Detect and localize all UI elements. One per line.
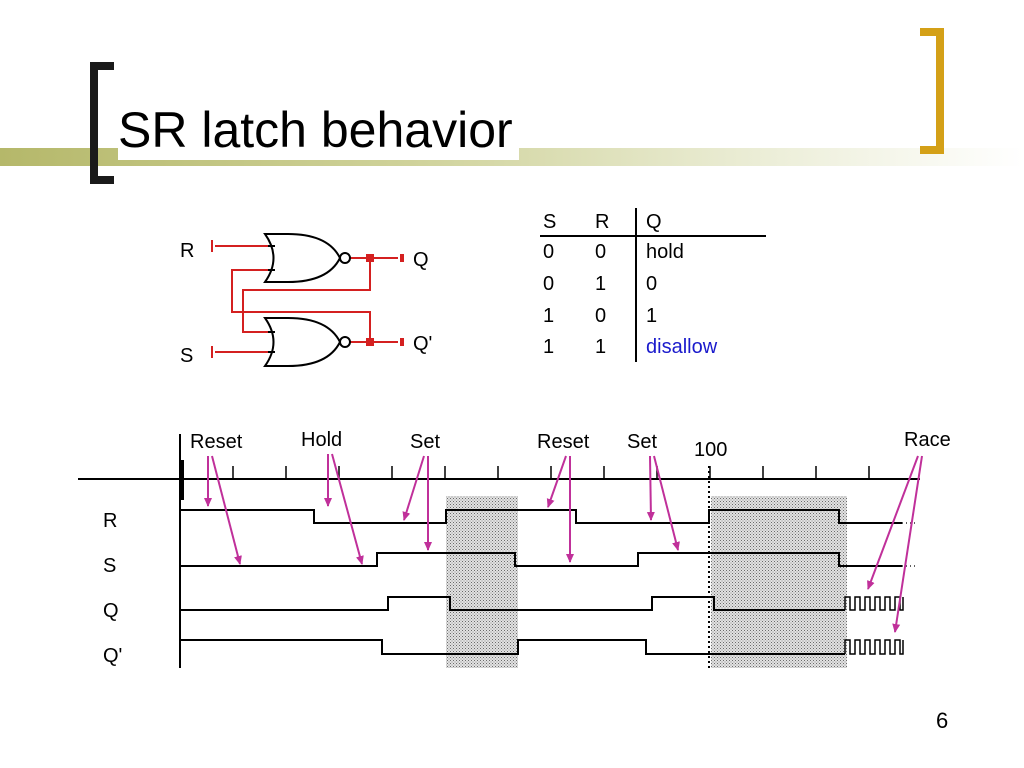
row4-r: 1: [595, 336, 606, 358]
header-q: Q: [646, 211, 662, 233]
event-label-100: 100: [694, 439, 727, 461]
event-label-reset-1: Reset: [190, 431, 243, 453]
right-bracket-decoration: [920, 28, 944, 154]
waveform-qbar: [180, 639, 845, 655]
header-s: S: [543, 211, 556, 233]
sr-latch-circuit: R S Q Q': [180, 233, 432, 367]
waveform-r: [180, 509, 902, 524]
cross-coupled-wires: [211, 240, 398, 358]
nor-gate-bottom: [263, 317, 351, 367]
signal-label-q: Q: [103, 600, 119, 622]
event-label-reset-2: Reset: [537, 431, 590, 453]
annotation-arrows: [204, 453, 923, 633]
arrow-race-qbar: [892, 455, 923, 633]
arrow-set1-r: [402, 455, 425, 521]
signal-label-qbar: Q': [103, 645, 122, 667]
nor-gate-top: [263, 233, 351, 283]
event-label-hold: Hold: [301, 429, 342, 451]
output-q-label: Q: [413, 249, 429, 271]
timing-diagram: R S Q Q' Reset Hold Set Reset Set 100 Ra…: [78, 429, 951, 668]
shaded-region-2: [711, 496, 847, 668]
row2-s: 0: [543, 273, 554, 295]
row1-s: 0: [543, 241, 554, 263]
event-label-race: Race: [904, 429, 951, 451]
row3-r: 0: [595, 305, 606, 327]
signal-label-s: S: [103, 555, 116, 577]
row1-q: hold: [646, 241, 684, 263]
page-number: 6: [936, 708, 949, 733]
row3-s: 1: [543, 305, 554, 327]
arrow-set2-s: [653, 455, 680, 551]
arrow-race-q: [867, 455, 919, 590]
waveform-q: [180, 596, 845, 611]
header-r: R: [595, 211, 609, 233]
arrow-set2-r: [646, 455, 655, 521]
row4-q-disallow: disallow: [646, 336, 718, 358]
row1-r: 0: [595, 241, 606, 263]
row2-q: 0: [646, 273, 657, 295]
row4-s: 1: [543, 336, 554, 358]
signal-label-r: R: [103, 510, 117, 532]
arrow-reset1-s: [211, 455, 242, 565]
junction-dots: [366, 254, 404, 346]
input-r-label: R: [180, 240, 194, 262]
event-label-set-1: Set: [410, 431, 440, 453]
left-bracket-decoration: [90, 62, 114, 184]
output-qbar-label: Q': [413, 333, 432, 355]
waveform-s: [180, 552, 902, 567]
row3-q: 1: [646, 305, 657, 327]
event-label-set-2: Set: [627, 431, 657, 453]
shaded-region-1: [446, 496, 518, 668]
slide-title: SR latch behavior: [118, 100, 519, 160]
arrow-reset2-r: [546, 455, 567, 508]
waveforms: [180, 509, 902, 655]
truth-table: S R Q 0 0 hold 0 1 0 1 0 1 1 1 disallow: [540, 208, 766, 362]
race-oscillation-qbar: [844, 639, 904, 655]
race-oscillation-q: [844, 596, 904, 611]
row2-r: 1: [595, 273, 606, 295]
arrow-hold-s: [331, 453, 364, 565]
waveform-dotted-tails: [902, 522, 918, 567]
input-s-label: S: [180, 345, 193, 367]
